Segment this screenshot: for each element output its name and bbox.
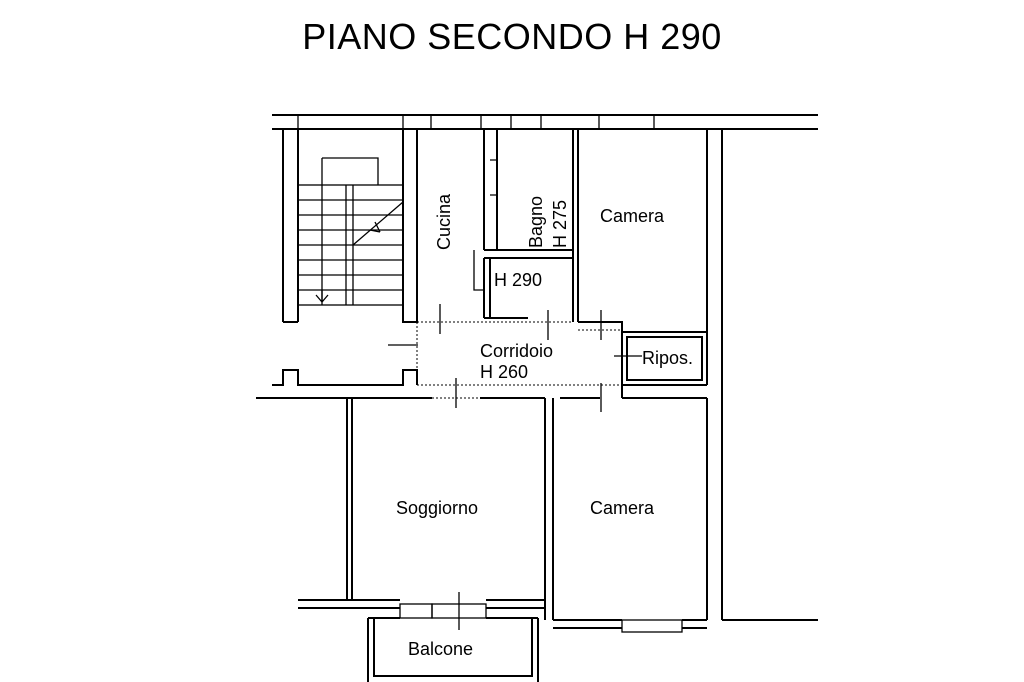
plan-title: PIANO SECONDO H 290 xyxy=(302,16,722,57)
room-labels: Cucina Bagno H 275 H 290 Camera Corridoi… xyxy=(396,193,693,659)
label-cucina: Cucina xyxy=(434,193,454,250)
openings xyxy=(388,304,642,630)
staircase xyxy=(297,157,404,306)
label-ripostiglio: Ripos. xyxy=(642,348,693,368)
label-soggiorno: Soggiorno xyxy=(396,498,478,518)
label-corridoio: Corridoio xyxy=(480,341,553,361)
label-bagno: Bagno xyxy=(526,196,546,248)
label-camera-bottom: Camera xyxy=(590,498,655,518)
label-disimpegno-height: H 290 xyxy=(494,270,542,290)
label-bagno-height: H 275 xyxy=(550,200,570,248)
label-corridoio-height: H 260 xyxy=(480,362,528,382)
label-camera-top: Camera xyxy=(600,206,665,226)
label-balcone: Balcone xyxy=(408,639,473,659)
